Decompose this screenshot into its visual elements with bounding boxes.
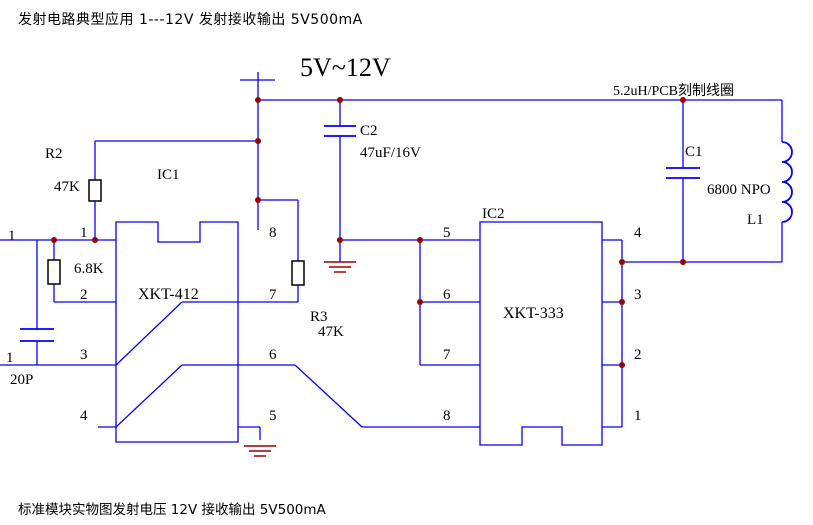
c1-value: 6800 NPO <box>707 182 771 198</box>
c2-value: 47uF/16V <box>360 145 421 161</box>
ic2-pin-7: 7 <box>443 347 451 363</box>
wires <box>0 72 783 440</box>
cleft-value: 20P <box>10 372 33 388</box>
ic1-pin-4: 4 <box>80 408 88 424</box>
capacitor-c1 <box>666 167 700 179</box>
ic1-pin-5: 5 <box>269 408 277 424</box>
ic1-part: XKT-412 <box>138 286 199 303</box>
ic1-pin-6: 6 <box>269 347 277 363</box>
cleft-ref: 1 <box>6 350 14 366</box>
ic2-pin-2: 2 <box>634 347 642 363</box>
ic2-pin-8: 8 <box>443 408 451 424</box>
resistor-rleft <box>47 259 61 285</box>
c2-ref: C2 <box>360 123 378 139</box>
supply-label: 5V~12V <box>300 53 391 82</box>
ic2-pin-6: 6 <box>443 287 451 303</box>
ic1-pin-7: 7 <box>269 287 277 303</box>
capacitor-left <box>20 328 54 342</box>
r2-value: 47K <box>54 179 80 195</box>
ic2-body <box>479 221 603 446</box>
ic1-body <box>115 221 239 443</box>
caption: 标准模块实物图发射电压 12V 接收输出 5V500mA <box>18 502 326 518</box>
ground-icon-ic1 <box>244 445 276 457</box>
r2-ref: R2 <box>45 146 63 162</box>
r3-value: 47K <box>318 324 344 340</box>
capacitor-c2 <box>324 125 356 137</box>
junctions <box>51 97 686 368</box>
coil-ref: L1 <box>747 212 764 228</box>
ic1-pin-2: 2 <box>80 287 88 303</box>
ic2-ref: IC2 <box>482 206 505 222</box>
ic2-pin-5: 5 <box>443 225 451 241</box>
page-title: 发射电路典型应用 1---12V 发射接收输出 5V500mA <box>18 12 363 28</box>
coil-l1 <box>781 141 793 223</box>
c1-ref: C1 <box>685 144 703 160</box>
ic2-pin-4: 4 <box>634 225 642 241</box>
ic1-ref: IC1 <box>157 167 180 183</box>
resistor-r2 <box>88 179 102 202</box>
ground-icon-c2 <box>324 261 356 273</box>
coil-label: 5.2uH/PCB刻制线圈 <box>613 83 734 99</box>
ic1-pin-1: 1 <box>80 225 88 241</box>
resistor-r3 <box>291 260 305 286</box>
ic1-pin-3: 3 <box>80 347 88 363</box>
rleft-value: 6.8K <box>74 261 104 277</box>
ic2-pin-3: 3 <box>634 287 642 303</box>
left-edge-label: 1 <box>8 228 16 244</box>
r3-ref: R3 <box>310 309 328 325</box>
ic2-pin-1: 1 <box>634 408 642 424</box>
ic1-pin-8: 8 <box>269 225 277 241</box>
ic2-part: XKT-333 <box>503 305 564 322</box>
